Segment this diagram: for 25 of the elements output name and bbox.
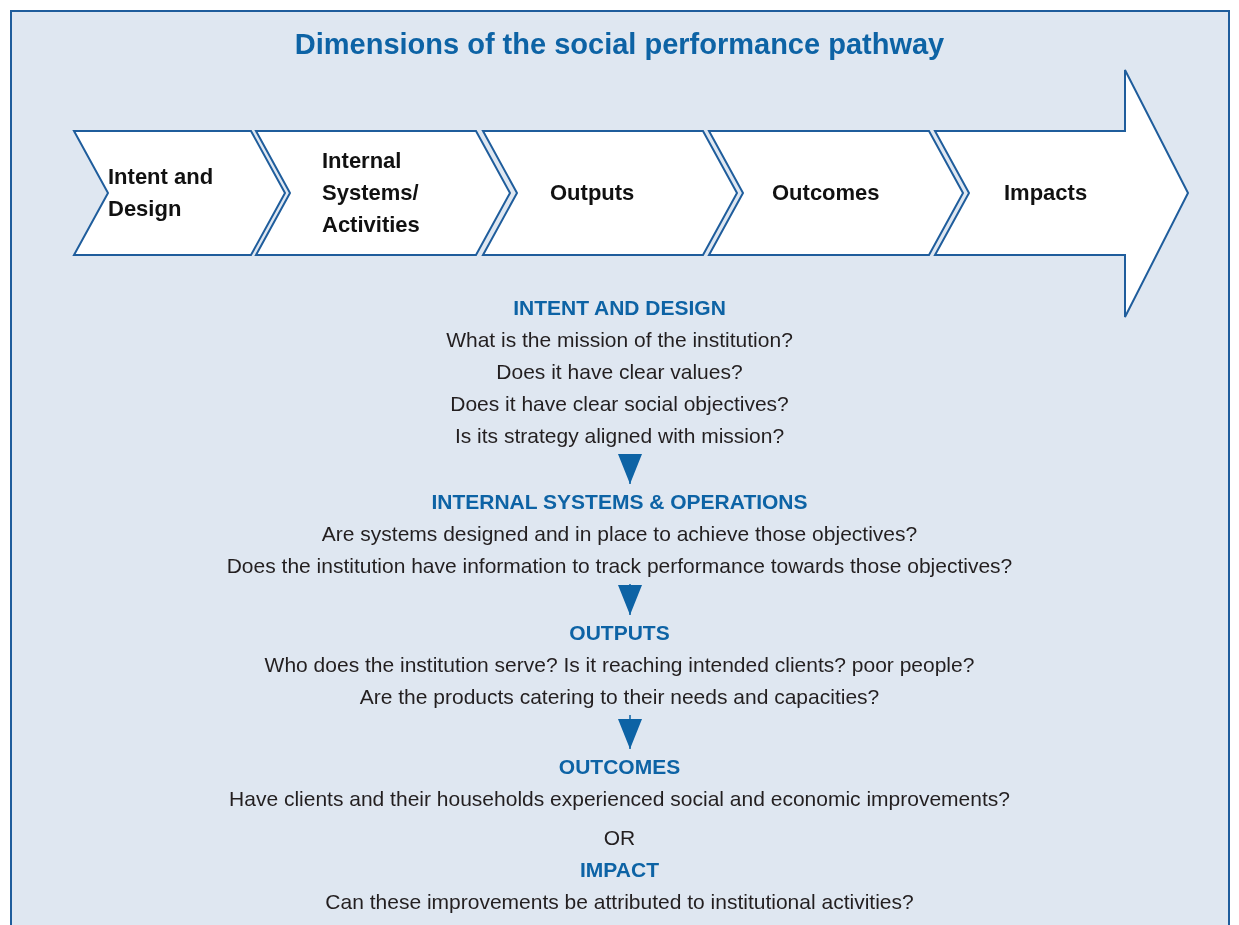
question-text: Are systems designed and in place to achieve those objectives? xyxy=(321,522,918,545)
section-heading: IMPACT xyxy=(580,858,659,881)
question-text: Have clients and their households experienced social and economic improvements? xyxy=(229,787,1010,810)
step-label: Internal Systems/ Activities xyxy=(322,147,421,239)
down-arrow xyxy=(618,453,642,485)
down-arrow xyxy=(618,714,642,750)
section-heading: OUTCOMES xyxy=(558,755,681,778)
step-label: Outcomes xyxy=(772,179,880,207)
down-arrow xyxy=(618,583,642,616)
question-text: Who does the institution serve? Is it reaching intended clients? poor people? xyxy=(264,653,975,676)
question-text: Does it have clear values? xyxy=(496,360,743,383)
section-heading: INTERNAL SYSTEMS & OPERATIONS xyxy=(431,490,808,513)
question-text: Is its strategy aligned with mission? xyxy=(454,424,785,447)
diagram-title: Dimensions of the social performance pathway xyxy=(294,28,945,60)
section-heading: OUTPUTS xyxy=(569,621,670,644)
question-text: Does the institution have information to track performance towards those objectives? xyxy=(226,554,1013,577)
question-text: Can these improvements be attributed to institutional activities? xyxy=(325,890,914,913)
step-label: Impacts xyxy=(1004,179,1088,207)
step-label: Intent and Design xyxy=(108,163,215,223)
question-text: Does it have clear social objectives? xyxy=(450,392,789,415)
step-label: Outputs xyxy=(550,179,635,207)
section-heading: INTENT AND DESIGN xyxy=(513,296,726,319)
question-text: Are the products catering to their needs and capacities? xyxy=(359,685,880,708)
connector-word: OR xyxy=(603,826,636,849)
question-text: What is the mission of the institution? xyxy=(446,328,793,351)
